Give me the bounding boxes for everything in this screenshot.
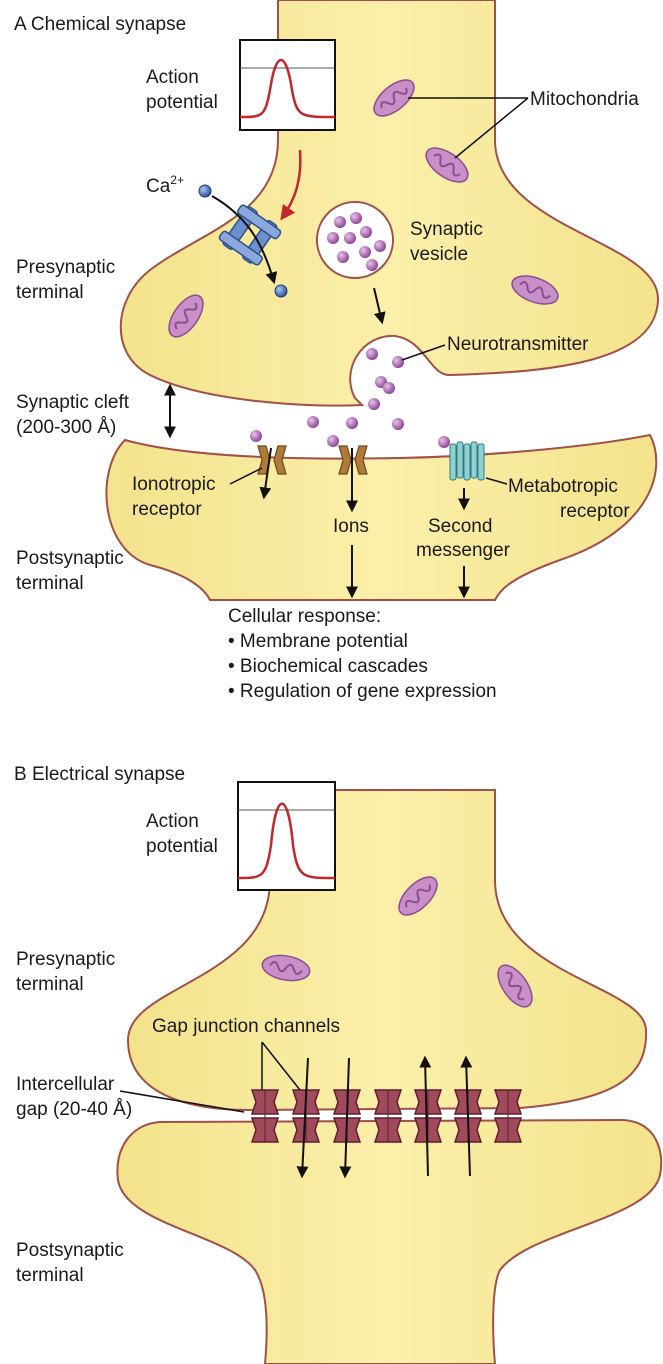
- action-potential-label-b-1: Action: [146, 811, 199, 832]
- gap-channel-1: [250, 1089, 280, 1143]
- vesicle-release-arrow: [373, 287, 386, 325]
- panel-a-title: A Chemical synapse: [14, 14, 186, 35]
- postsynaptic-label-a-2: terminal: [16, 573, 84, 594]
- presynaptic-terminal-b: [126, 789, 648, 1112]
- calcium-ion-outside: [198, 184, 212, 198]
- ionotropic-label-2: receptor: [132, 499, 202, 520]
- mitochondria-pointer-2: [454, 97, 529, 159]
- action-potential-arrow: [280, 149, 302, 221]
- gap-junction-label: Gap junction channels: [152, 1016, 340, 1037]
- second-messenger-label-2: messenger: [416, 540, 511, 561]
- presynaptic-label-a-2: terminal: [16, 282, 84, 303]
- ionotropic-pointer: [229, 467, 263, 485]
- gap-channel-4: [373, 1089, 403, 1143]
- mitochondrion-b-3: [497, 964, 533, 1008]
- calcium-label: Ca2+: [146, 173, 184, 197]
- gap-current-arrow-up-2: [460, 1055, 473, 1177]
- presynaptic-label-b-2: terminal: [16, 974, 84, 995]
- mitochondrion-a-4: [168, 294, 204, 338]
- action-potential-graph-a: [239, 39, 336, 131]
- calcium-ion-inside: [274, 284, 288, 298]
- postsynaptic-label-b-1: Postsynaptic: [16, 1240, 124, 1261]
- synaptic-cleft-label-2: (200-300 Å): [16, 417, 116, 438]
- cellular-response-item-3: • Regulation of gene expression: [228, 681, 497, 702]
- postsynaptic-terminal-b: [116, 1118, 663, 1364]
- calcium-channel: [218, 204, 282, 266]
- action-potential-trace-b: [237, 802, 336, 880]
- neurotransmitter-molecules: [307, 348, 404, 430]
- second-messenger-label-1: Second: [428, 516, 492, 537]
- gap-channel-7: [493, 1089, 523, 1143]
- ionotropic-label-1: Ionotropic: [132, 474, 215, 495]
- neurotransmitter-label: Neurotransmitter: [447, 334, 589, 355]
- gap-junction-pointer-2: [261, 1041, 301, 1091]
- cellular-response-item-1: • Membrane potential: [228, 631, 408, 652]
- ionotropic-receptor-2: [327, 435, 368, 475]
- presynaptic-terminal-a: [119, 0, 660, 407]
- neurotransmitter-pointer: [401, 344, 446, 361]
- intercellular-label-1: Intercellular: [16, 1074, 115, 1095]
- gap-current-arrow-up-1: [419, 1055, 432, 1177]
- postsynaptic-label-b-2: terminal: [16, 1265, 84, 1286]
- panel-b: B Electrical synapse Action potential Pr…: [14, 764, 663, 1364]
- action-potential-graph-b: [237, 781, 336, 891]
- presynaptic-label-a-1: Presynaptic: [16, 257, 115, 278]
- presynaptic-label-b-1: Presynaptic: [16, 949, 115, 970]
- postsynaptic-label-a-1: Postsynaptic: [16, 548, 124, 569]
- metabotropic-receptor: [438, 436, 485, 481]
- synaptic-vesicle: [316, 201, 394, 279]
- metabotropic-label-2: receptor: [560, 501, 630, 522]
- action-potential-label-b-2: potential: [146, 836, 218, 857]
- calcium-path-arrow: [211, 195, 278, 285]
- panel-a: A Chemical synapse Action potential Ca2+: [14, 0, 660, 702]
- gap-junction-channels: [250, 1089, 523, 1143]
- mitochondria-label: Mitochondria: [530, 89, 639, 110]
- action-potential-label-a-1: Action: [146, 67, 199, 88]
- intercellular-label-2: gap (20-40 Å): [16, 1099, 132, 1120]
- intercellular-gap-pointer: [119, 1090, 245, 1113]
- synaptic-cleft-label-1: Synaptic cleft: [16, 392, 130, 413]
- action-potential-trace-a: [239, 58, 336, 119]
- action-potential-label-a-2: potential: [146, 92, 218, 113]
- panel-b-title: B Electrical synapse: [14, 764, 185, 785]
- synaptic-vesicle-label-2: vesicle: [410, 244, 468, 265]
- metabotropic-pointer: [485, 477, 508, 485]
- synaptic-vesicle-label-1: Synaptic: [410, 219, 483, 240]
- metabotropic-label-1: Metabotropic: [508, 476, 618, 497]
- mitochondrion-a-2: [425, 147, 469, 183]
- mitochondrion-b-2: [261, 954, 311, 982]
- cellular-response-title: Cellular response:: [228, 606, 381, 627]
- ions-label: Ions: [333, 516, 369, 537]
- cellular-response-item-2: • Biochemical cascades: [228, 656, 428, 677]
- mitochondrion-a-3: [511, 275, 559, 305]
- ionotropic-ion-arrow: [259, 447, 272, 500]
- mitochondrion-a-1: [373, 79, 415, 117]
- gap-channel-5: [413, 1089, 443, 1143]
- mitochondrion-b-1: [398, 876, 438, 916]
- gap-current-arrow-down-1: [296, 1057, 309, 1179]
- gap-current-arrow-down-2: [339, 1057, 352, 1179]
- ionotropic-receptor-1: [250, 430, 287, 475]
